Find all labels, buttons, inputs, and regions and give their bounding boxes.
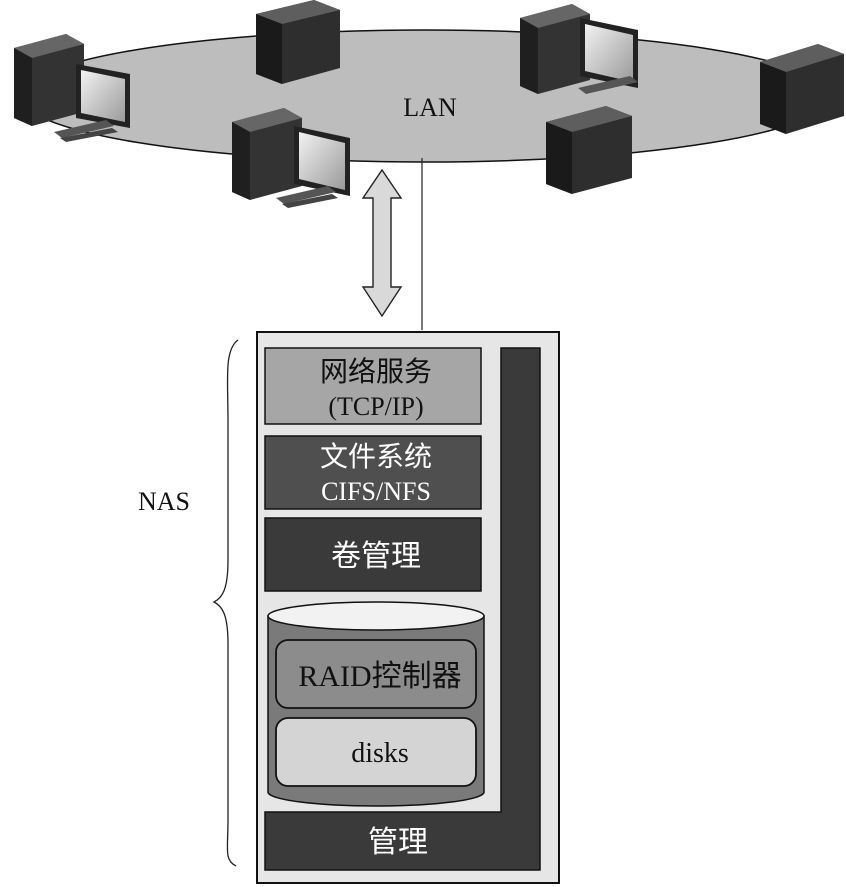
management-bar xyxy=(264,347,541,871)
raid-controller-block xyxy=(275,639,477,709)
server-tower-icon xyxy=(546,106,632,194)
network-service-line2: (TCP/IP) xyxy=(328,392,423,421)
server-tower-icon xyxy=(256,0,340,84)
network-service-line1: 网络服务 xyxy=(320,356,432,388)
nas-brace xyxy=(212,339,239,867)
disks-label: disks xyxy=(351,738,409,769)
workstation-icon xyxy=(520,4,638,94)
file-system-block xyxy=(264,435,482,510)
server-tower-icon xyxy=(760,44,844,134)
nas-label: NAS xyxy=(138,487,190,516)
lan-label: LAN xyxy=(403,93,457,122)
file-system-line1: 文件系统 xyxy=(320,441,432,473)
volume-management-block xyxy=(264,517,482,592)
file-system-line2: CIFS/NFS xyxy=(321,477,431,506)
volume-management-label: 卷管理 xyxy=(331,540,421,573)
disks-block xyxy=(275,717,477,787)
storage-cylinder-top xyxy=(267,601,485,631)
bidirectional-arrow xyxy=(361,168,403,318)
workstation-icon xyxy=(14,34,130,142)
network-service-block xyxy=(264,347,482,425)
management-label: 管理 xyxy=(368,826,428,859)
raid-controller-label: RAID控制器 xyxy=(298,660,461,693)
workstation-icon xyxy=(232,108,350,208)
